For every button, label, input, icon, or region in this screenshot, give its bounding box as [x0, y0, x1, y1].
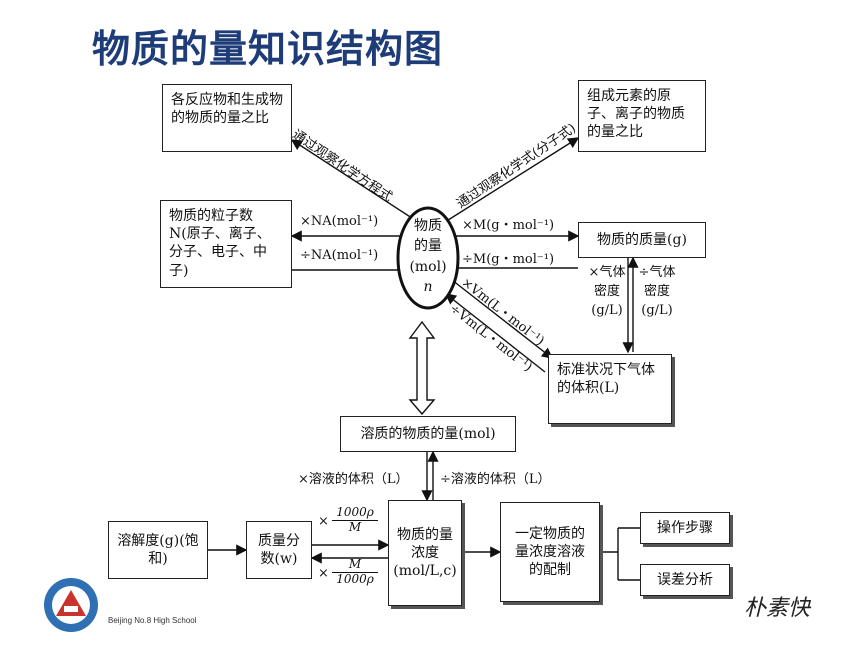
- school-logo-icon: [44, 578, 98, 632]
- steps-box: 操作步骤: [640, 512, 730, 544]
- mul-m-label: ×M(g・mol⁻¹): [462, 218, 555, 233]
- arrow-vm-up: [444, 293, 546, 373]
- center-node: 物质 的量 (mol) n: [402, 216, 454, 297]
- concentration-box: 物质的量浓度(mol/L,c): [388, 500, 462, 606]
- page-title: 物质的量知识结构图: [92, 27, 444, 71]
- solubility-box: 溶解度(g)(饱和): [108, 521, 208, 579]
- fraction-1-num: 1000ρ: [332, 505, 378, 521]
- arrow-to-elements: [444, 137, 580, 223]
- particles-box: 物质的粒子数N(原子、离子、分子、电子、中子): [160, 200, 292, 288]
- mul-density-label: ×气体密度(g/L): [588, 265, 626, 318]
- center-line1: 物质: [414, 218, 442, 234]
- gas-volume-box: 标准状况下气体的体积(L): [548, 354, 672, 424]
- fraction-2-den: 1000ρ: [336, 571, 374, 586]
- center-line3: (mol): [409, 258, 447, 275]
- mass-fraction-box: 质量分数(w): [246, 521, 312, 579]
- center-ellipse: [396, 206, 460, 310]
- div-volume-label: ÷溶液的体积（L）: [440, 472, 551, 487]
- div-density-label: ÷气体密度(g/L): [638, 265, 676, 318]
- school-name: Beijing No.8 High School: [108, 616, 197, 625]
- double-arrow-center-solute: [408, 320, 436, 416]
- fraction-1-den: M: [348, 519, 362, 534]
- arrow-to-reactants: [290, 139, 419, 223]
- mul-na-label: ×NA(mol⁻¹): [300, 214, 379, 229]
- signature: 朴素快: [744, 596, 811, 621]
- fraction-2-num: M: [332, 557, 378, 573]
- mul-volume-label: ×溶液的体积（L）: [298, 472, 409, 487]
- arrow-vm-down: [451, 279, 554, 359]
- preparation-box: 一定物质的量浓度溶液的配制: [500, 502, 600, 602]
- error-box: 误差分析: [640, 564, 730, 596]
- fraction-2: M 1000ρ: [332, 557, 378, 587]
- center-line2: 的量: [414, 238, 442, 255]
- solute-box: 溶质的物质的量(mol): [340, 416, 516, 452]
- times-sign-1: ×: [318, 514, 329, 529]
- center-line4: n: [423, 278, 433, 295]
- fraction-1: 1000ρ M: [332, 505, 378, 535]
- reactants-box: 各反应物和生成物的物质的量之比: [162, 84, 292, 152]
- div-na-label: ÷NA(mol⁻¹): [300, 248, 379, 263]
- mass-box: 物质的质量(g): [578, 222, 706, 258]
- div-m-label: ÷M(g・mol⁻¹): [462, 252, 555, 267]
- elements-box: 组成元素的原子、离子的物质的量之比: [578, 80, 706, 152]
- times-sign-2: ×: [318, 566, 329, 581]
